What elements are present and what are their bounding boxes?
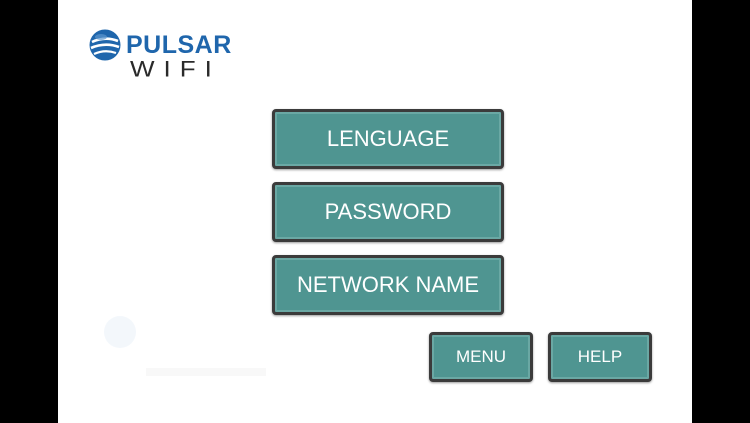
logo-subtitle-text: WIFI (130, 56, 221, 82)
app-screen: PULSAR WIFI LENGUAGE PASSWORD NETWORK NA… (58, 0, 692, 423)
logo-brand-text: PULSAR (126, 31, 232, 59)
network-name-button[interactable]: NETWORK NAME (272, 255, 504, 315)
faded-watermark-icon (104, 316, 266, 376)
pulsar-wifi-logo: PULSAR WIFI (86, 24, 258, 86)
menu-button[interactable]: MENU (429, 332, 533, 382)
password-button[interactable]: PASSWORD (272, 182, 504, 242)
help-button[interactable]: HELP (548, 332, 652, 382)
language-button[interactable]: LENGUAGE (272, 109, 504, 169)
globe-logo-icon (89, 29, 121, 61)
